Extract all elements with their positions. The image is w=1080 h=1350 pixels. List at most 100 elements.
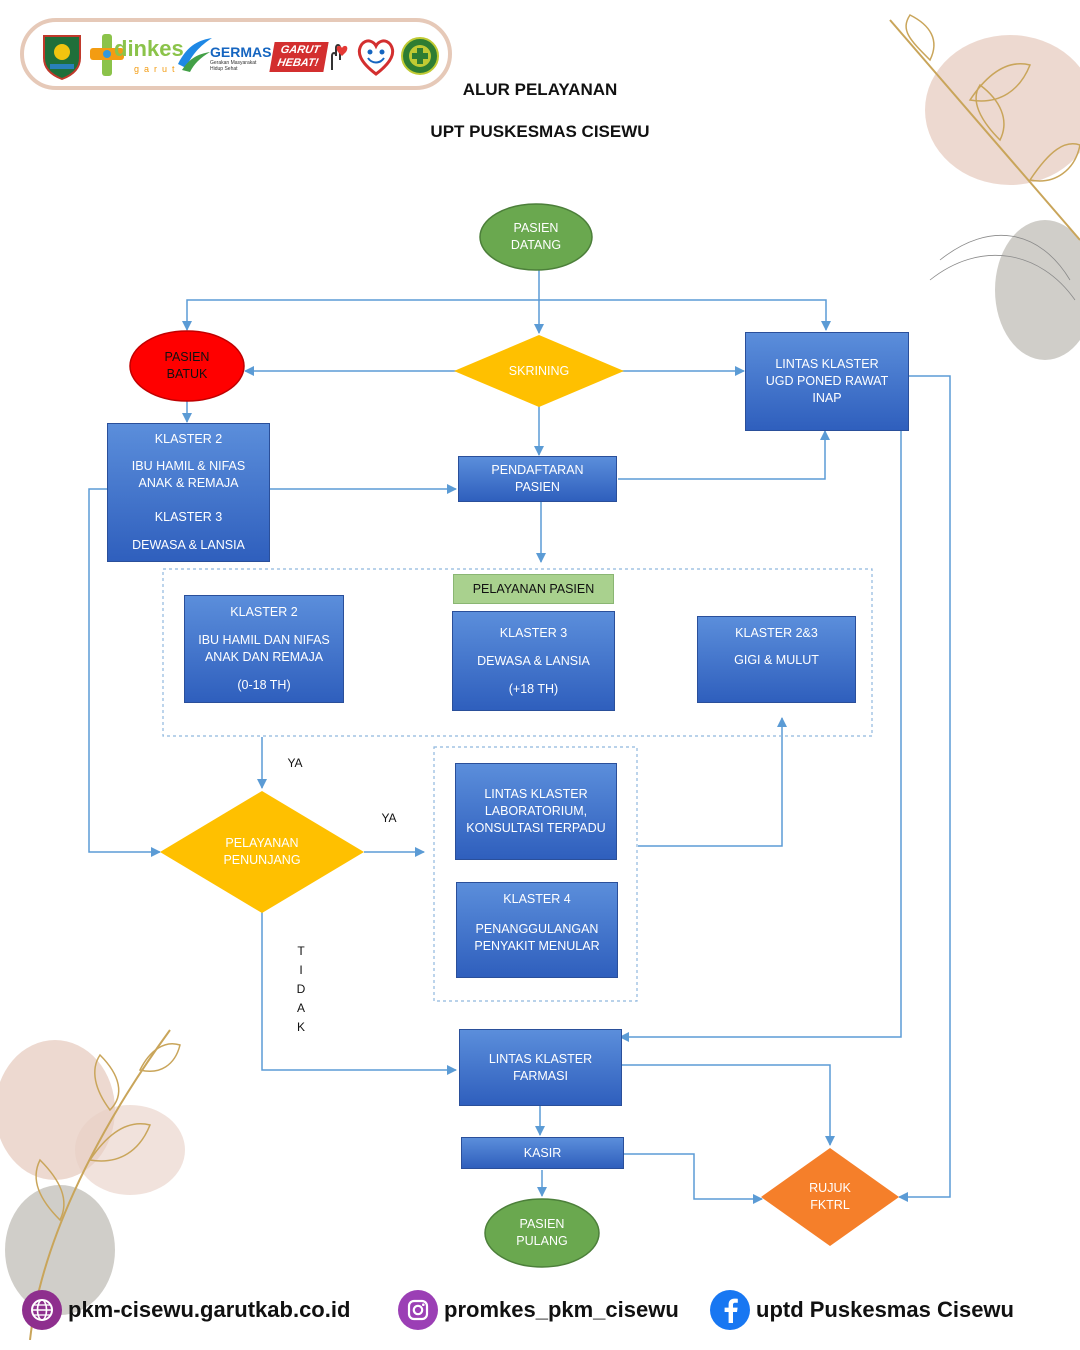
dinkes-logo-subtext: garut [134,64,180,74]
logo-banner: dinkes garut GERMAS Gerakan Masyarakat H… [20,18,452,90]
rujuk-line-2: FKTRL [810,1198,850,1212]
tidak-letter-5: K [296,1020,305,1034]
pp-klaster-2-title: KLASTER 2 [230,605,298,619]
pp-klaster-2-age: (0-18 TH) [237,678,291,692]
dinkes-logo-icon [90,34,124,76]
arrow-datang-to-ugd [539,299,831,331]
pp-klaster-23-title: KLASTER 2&3 [735,626,818,640]
instagram-icon [398,1290,438,1330]
pasien-pulang-line-1: PASIEN [519,1217,565,1231]
pasien-batuk-node: PASIEN BATUK [130,331,244,401]
skrining-diamond [454,335,624,407]
klaster-left-box: KLASTER 2 IBU HAMIL & NIFAS ANAK & REMAJ… [107,423,270,562]
edge-label-ya-1: YA [287,756,303,770]
lintas-farmasi-line-1: LINTAS KLASTER [488,1051,593,1066]
pp-klaster-3-box: KLASTER 3 DEWASA & LANSIA (+18 TH) [452,611,615,711]
germas-swoosh-icon [178,38,212,72]
pasien-datang-line-1: PASIEN [513,221,559,235]
skrining-node: SKRINING [454,335,624,407]
rujuk-node: RUJUK FKTRL [761,1148,899,1246]
pelayanan-pasien-group-border [162,568,873,737]
pp-klaster-3-title: KLASTER 3 [499,625,568,640]
page-subtitle: UPT PUSKESMAS CISEWU [430,122,650,141]
leaf-decoration-top-right [889,14,1080,360]
lintas-lab-box: LINTAS KLASTER LABORATORIUM, KONSULTASI … [455,763,617,860]
klaster-left-k3-desc: DEWASA & LANSIA [132,538,245,552]
tidak-letter-4: A [296,1001,305,1015]
footer-website-text: pkm-cisewu.garutkab.co.id [68,1297,351,1322]
pp-klaster-2-desc-1: IBU HAMIL DAN NIFAS [198,633,330,647]
lintas-farmasi-box: LINTAS KLASTER FARMASI [459,1029,622,1106]
lintas-ugd-line-3: INAP [812,391,842,405]
lintas-ugd-box: LINTAS KLASTER UGD PONED RAWAT INAP [745,332,909,431]
footer-facebook-text: uptd Puskesmas Cisewu [756,1297,1014,1322]
footer-website[interactable]: pkm-cisewu.garutkab.co.id [22,1290,350,1330]
klaster-left-k2-desc-1: IBU HAMIL & NIFAS [131,459,246,473]
kasir-label: KASIR [523,1145,562,1160]
pasien-pulang-node: PASIEN PULANG [485,1199,599,1267]
finger-heart-icon [331,44,348,70]
puskesmas-seal-icon [401,37,439,75]
pp-klaster-3-desc: DEWASA & LANSIA [477,653,590,668]
edge-label-tidak: T I D A K [292,942,310,1037]
pasien-batuk-line-1: PASIEN [164,350,210,364]
pasien-pulang-line-2: PULANG [516,1234,568,1248]
pelayanan-penunjang-line-1: PELAYANAN [225,836,299,850]
pp-klaster-2-box: KLASTER 2 IBU HAMIL DAN NIFAS ANAK DAN R… [184,595,344,703]
globe-icon [22,1290,62,1330]
klaster-4-title: KLASTER 4 [503,892,571,906]
lintas-ugd-line-1: LINTAS KLASTER [775,357,879,371]
tidak-letter-2: I [299,963,303,977]
tidak-letter-3: D [296,982,306,996]
pelayanan-pasien-header: PELAYANAN PASIEN [453,574,614,604]
pasien-datang-shape [479,203,593,271]
pp-klaster-3-age: (+18 TH) [508,681,559,696]
pasien-batuk-shape [129,330,245,402]
arrow-datang-to-batuk [182,299,539,331]
pp-klaster-23-box: KLASTER 2&3 GIGI & MULUT [697,616,856,703]
garut-regency-emblem-icon [43,35,81,80]
pasien-batuk-line-2: BATUK [166,367,208,381]
page-title: ALUR PELAYANAN [462,80,618,99]
pasien-datang-line-2: DATANG [510,238,562,252]
lintas-klaster-group-border [433,746,638,1002]
dinkes-logo-text: dinkes [114,36,184,61]
tidak-letter-1: T [297,944,305,958]
germas-logo-text: GERMAS [210,44,272,60]
footer-instagram[interactable]: promkes_pkm_cisewu [398,1290,679,1330]
germas-logo-subtext: Gerakan Masyarakat Hidup Sehat [210,60,257,72]
arrow-left-loop-to-penunjang [88,488,161,857]
leaf-decoration-bottom-left [0,1029,185,1340]
arrow-pendaftaran-to-ugd [618,430,830,480]
footer-facebook[interactable]: uptd Puskesmas Cisewu [710,1290,1014,1330]
klaster-4-box: KLASTER 4 PENANGGULANGAN PENYAKIT MENULA… [456,882,618,978]
lintas-farmasi-line-2: FARMASI [513,1068,568,1083]
arrow-ugd-to-farmasi [619,430,902,1042]
pendaftaran-line-2: PASIEN [515,480,560,494]
klaster-4-desc-2: PENYAKIT MENULAR [474,939,600,953]
edge-label-ya-2: YA [381,811,397,825]
facebook-icon [710,1290,750,1330]
pasien-pulang-shape [484,1198,600,1268]
pelayanan-penunjang-node: PELAYANAN PENUNJANG [160,791,364,913]
klaster-4-desc-1: PENANGGULANGAN [475,922,599,936]
pasien-datang-node: PASIEN DATANG [480,204,592,270]
klaster-left-k2-desc-2: ANAK & REMAJA [138,476,239,490]
klaster-left-k2-title: KLASTER 2 [154,432,223,446]
arrow-ugd-to-rujuk [898,375,951,1202]
kasir-box: KASIR [461,1137,624,1169]
rujuk-line-1: RUJUK [809,1181,851,1195]
lintas-lab-line-3: KONSULTASI TERPADU [466,821,606,835]
lintas-ugd-line-2: UGD PONED RAWAT [765,374,889,388]
pp-klaster-23-desc: GIGI & MULUT [734,653,819,667]
smile-heart-logo-icon [357,39,395,76]
pendaftaran-line-1: PENDAFTARAN [491,463,584,477]
pelayanan-pasien-label: PELAYANAN PASIEN [472,581,595,596]
penunjang-diamond [160,791,364,913]
arrow-penunjang-to-farmasi [261,912,457,1075]
klaster-left-k3-title: KLASTER 3 [154,510,223,524]
lintas-lab-line-2: LABORATORIUM, [484,804,588,818]
pendaftaran-box: PENDAFTARAN PASIEN [458,456,617,502]
footer-instagram-text: promkes_pkm_cisewu [444,1297,679,1322]
skrining-label: SKRINING [508,363,570,378]
